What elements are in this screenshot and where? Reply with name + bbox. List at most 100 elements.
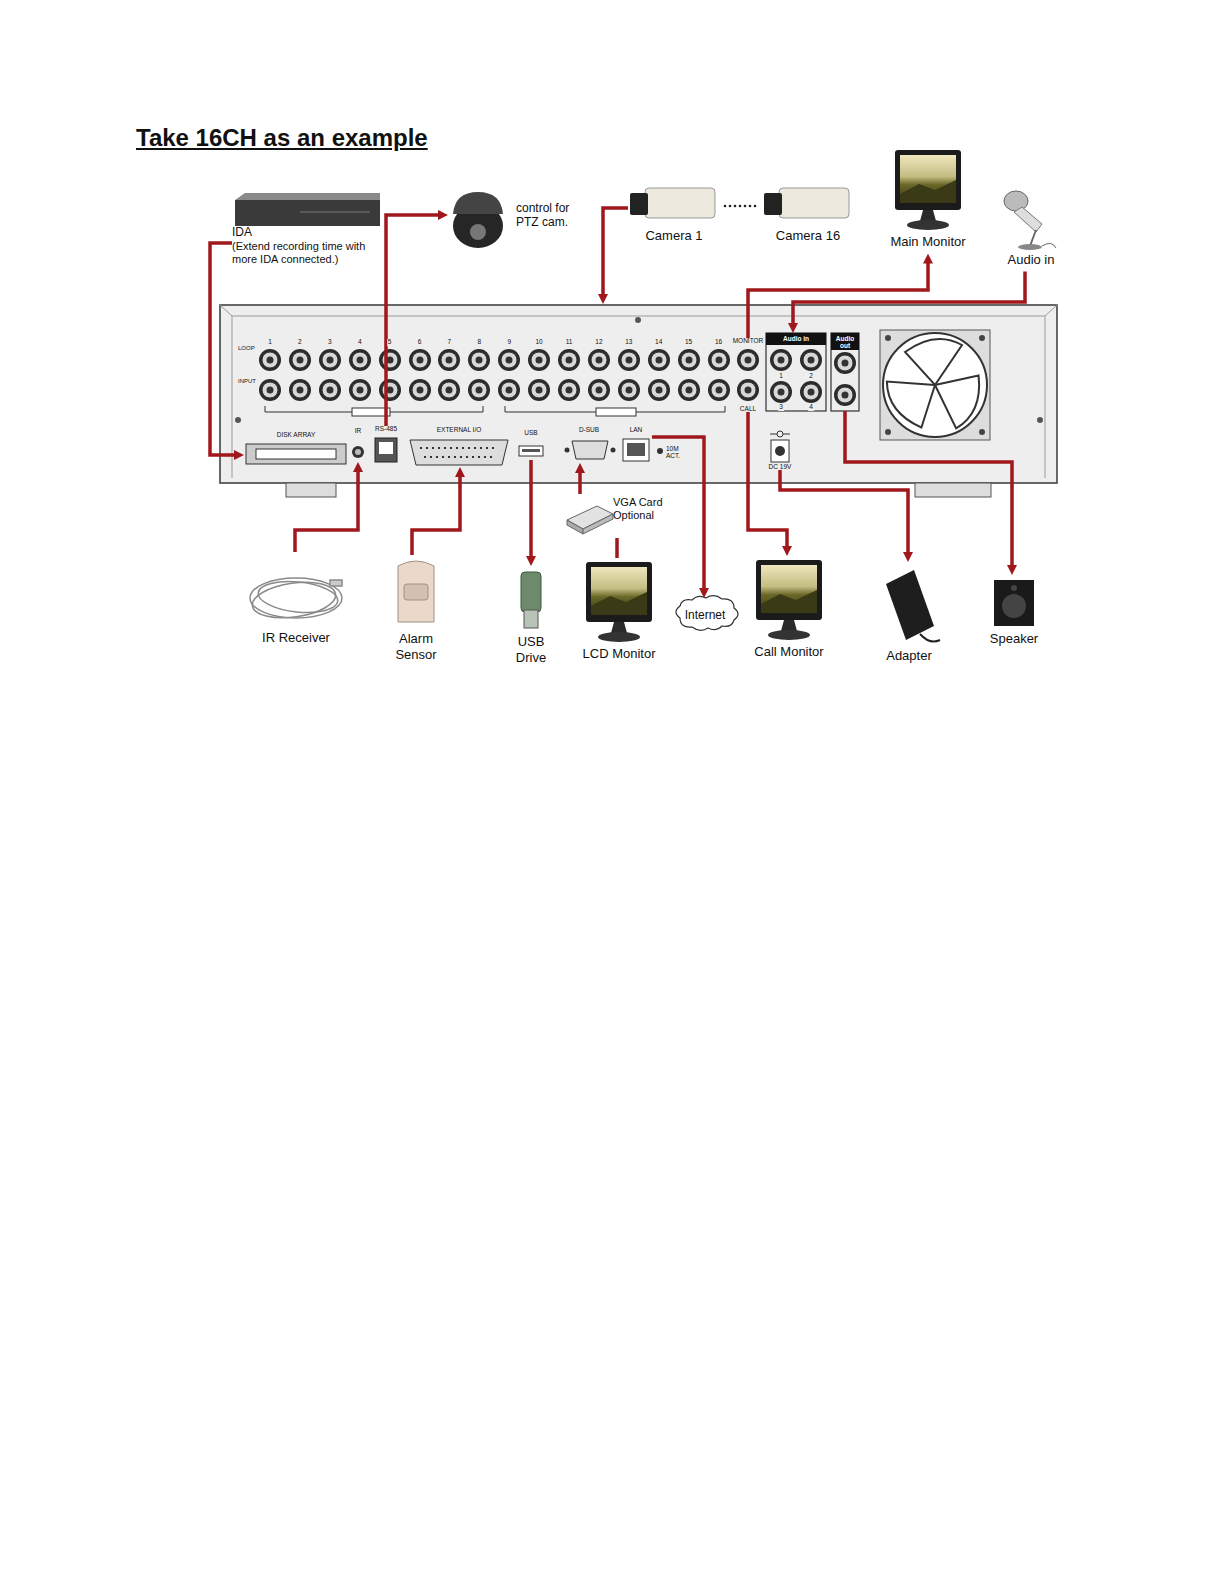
fan-frame [880,330,990,440]
bnc-connector [438,379,460,401]
channel-number: 9 [506,339,512,346]
panel-bevel [220,305,232,316]
ida-detail [300,212,370,213]
bnc-connector [498,379,520,401]
mic-head [1004,191,1028,211]
db25-port [410,440,508,465]
continuation-dots [739,205,742,208]
port: MONITOR [731,338,765,372]
port-label: CALL [740,406,756,413]
cable-connector [295,471,358,552]
bnc-connector [648,349,670,371]
cable-connector [652,437,704,589]
diagram-title: Take 16CH as an example [136,124,428,152]
port-label: D-SUB [579,427,599,434]
ida-body [235,200,380,226]
port-label: RS-485 [375,426,397,433]
power-symbol [770,434,777,435]
disk-array-port [246,444,346,464]
bnc-connector [468,349,490,371]
device-label: Main Monitor [880,234,976,250]
ir-jack [352,446,364,458]
audio-out-block [831,333,859,411]
dsub-screw [611,448,616,453]
sensor-lens [404,584,428,600]
cable-connector [793,272,1025,324]
bnc-connector [737,379,759,401]
speaker: Speaker [982,575,1046,651]
mic-stand [1030,230,1036,246]
usb-port [519,446,543,456]
bnc-connector [770,349,792,371]
audio-in-block [766,333,826,411]
bnc-connector [289,349,311,371]
screw [235,417,241,423]
bnc-connector [349,379,371,401]
ida-unit [235,193,380,226]
disk-array-port [256,449,336,459]
monitor: Main Monitor [880,148,976,254]
lan-port [627,443,645,456]
cable-connector [845,411,1012,566]
cable-connector [578,472,582,494]
channel-number: 12 [594,339,603,346]
monitor-icon [756,560,822,640]
screw [885,429,891,435]
channel-number: 3 [327,339,333,346]
bnc-connector [259,379,281,401]
camera: Camera 1 [628,182,720,248]
monitor: LCD Monitor [574,558,664,666]
audio-in-header [766,333,826,345]
continuation-dots [729,205,732,208]
bnc-connector [319,379,341,401]
bnc-connector [800,381,822,403]
audio-port-block: Audio out [831,333,859,411]
panel-bevel [232,316,1045,478]
continuation-dots [744,205,747,208]
port-label: INPUT [238,378,256,384]
panel-foot [915,483,991,497]
power-adapter-icon [886,570,940,642]
bnc-connector [648,379,670,401]
continuation-dots [724,205,727,208]
power-symbol [783,434,790,435]
drive-body [521,572,541,612]
box-camera [764,188,849,218]
cable-connector [603,208,628,295]
port: IR [349,428,367,462]
bnc-connector [349,349,371,371]
monitor: Call Monitor [744,556,834,664]
device-label: VGA Card Optional [613,496,673,521]
speaker-box [994,580,1034,626]
cable-connector [412,476,460,555]
bnc-connector [319,349,341,371]
fan-blade [882,362,950,434]
port-label: Audio out [831,335,859,350]
port: LAN [620,427,652,464]
microphone-icon [1004,191,1056,250]
port-label: DISK ARRAY [277,432,316,439]
device-label: Alarm Sensor [388,631,444,662]
microphone: Audio in [996,186,1066,272]
channel-number: 2 [297,339,303,346]
cable-connector [615,538,619,558]
alarm-sensor: Alarm Sensor [388,555,444,666]
audio-channel-number: 1 [778,373,784,380]
camera-body [779,188,849,218]
db25-pins [424,456,494,458]
drive-plug [524,610,538,628]
channel-number: 13 [624,339,633,346]
device-label: IDA [232,226,384,240]
rear-ports [246,431,790,465]
port: DISK ARRAY [244,432,348,466]
bnc-connector [409,379,431,401]
continuation-dots [749,205,752,208]
sensor-body [398,561,434,622]
ir-receiver: IR Receiver [240,552,352,650]
ir-receiver-cable [250,577,342,622]
bnc-connector [498,349,520,371]
card-edge [567,520,583,534]
usb-drive: USB Drive [508,566,554,669]
